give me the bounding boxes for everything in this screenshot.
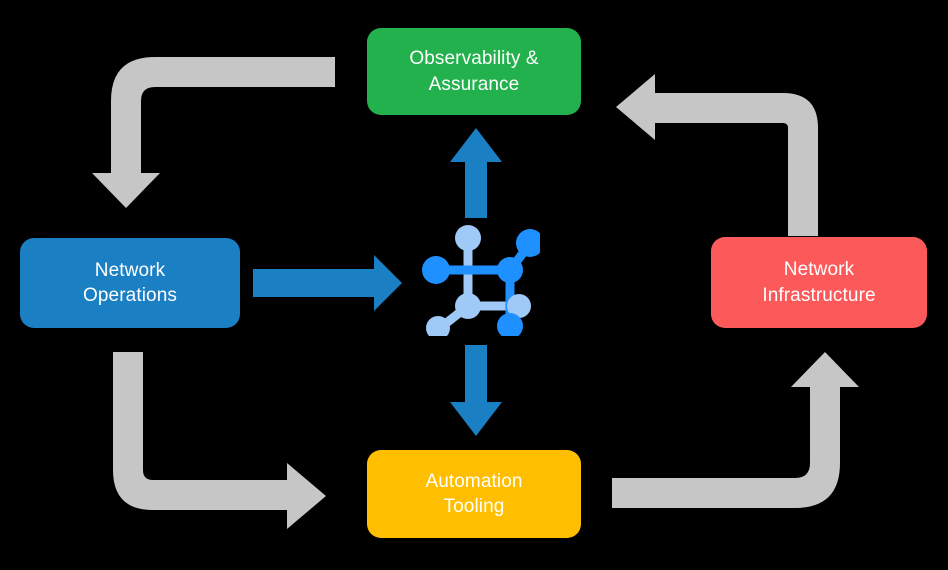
network-topology-icon	[422, 225, 540, 336]
box-observability-assurance[interactable]: Observability & Assurance	[367, 28, 581, 115]
box-observability-label: Observability & Assurance	[409, 48, 539, 95]
arrow-operations-to-center	[253, 255, 402, 311]
arrow-infrastructure-to-observability	[616, 74, 818, 236]
box-network-operations[interactable]: Network Operations	[20, 238, 240, 328]
box-operations-label: Network Operations	[83, 259, 177, 306]
box-automation-label: Automation Tooling	[425, 470, 523, 517]
arrow-automation-to-infrastructure	[612, 352, 859, 508]
arrow-operations-to-automation	[113, 352, 326, 529]
box-network-infrastructure[interactable]: Network Infrastructure	[711, 237, 927, 328]
arrow-observability-to-operations	[92, 57, 335, 208]
box-automation-tooling[interactable]: Automation Tooling	[367, 450, 581, 538]
box-infrastructure-label: Network Infrastructure	[762, 259, 876, 306]
arrow-center-to-observability	[450, 128, 502, 218]
arrow-center-to-automation	[450, 345, 502, 436]
